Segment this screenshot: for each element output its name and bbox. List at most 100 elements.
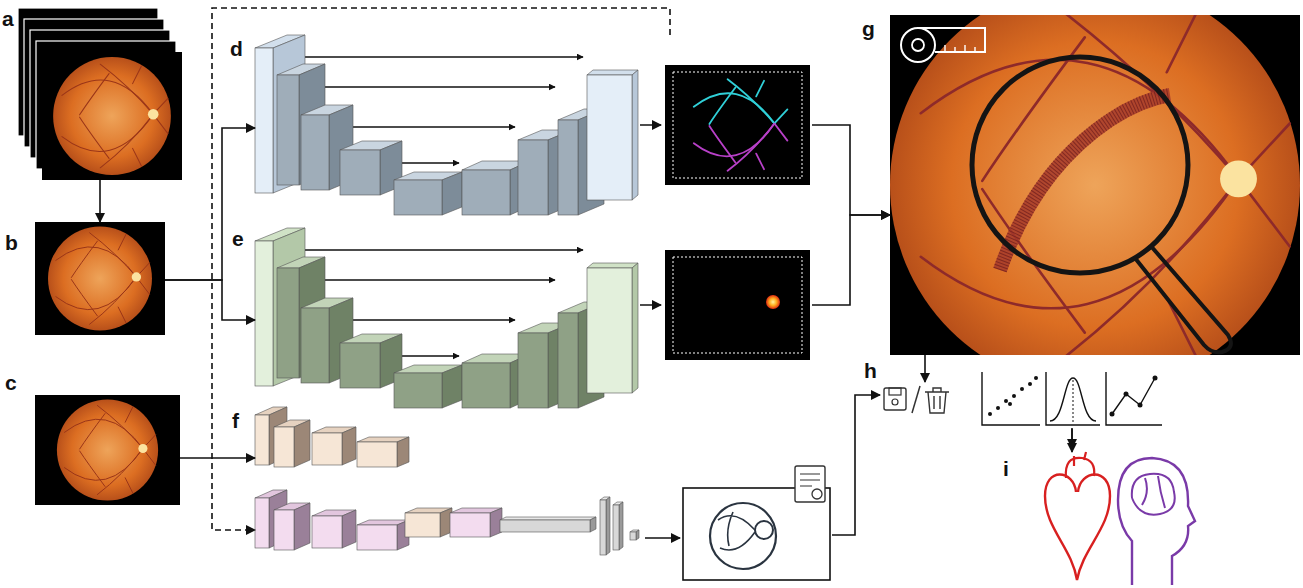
block-top (587, 70, 638, 75)
certificate-seal (812, 489, 822, 499)
brain-outline (1132, 474, 1175, 515)
image-frame (35, 222, 165, 335)
trend-dot (1153, 376, 1158, 381)
vessel (921, 60, 1239, 179)
arrow (640, 304, 661, 306)
panel-letter: i (1003, 458, 1009, 479)
selection-icons (884, 386, 949, 413)
vessel (100, 114, 153, 168)
layer-block (340, 141, 402, 195)
optic-disc (1220, 160, 1257, 197)
optic-disc (132, 272, 141, 281)
block-side (590, 517, 596, 532)
block-front (274, 510, 294, 550)
vessel (728, 123, 775, 170)
vessel-map (665, 65, 810, 185)
vessel (709, 126, 735, 162)
fundus-image (42, 52, 182, 180)
block-front (357, 442, 397, 467)
image-frame (42, 52, 182, 180)
vessel (921, 179, 1239, 308)
block-front (518, 333, 548, 408)
block-front (462, 170, 510, 215)
image-frame (665, 65, 810, 185)
scatter-dot (996, 406, 1000, 410)
heart-vessels (1066, 452, 1094, 478)
panel-letter: c (5, 372, 17, 393)
skip-connection (402, 162, 459, 163)
block-front (558, 313, 578, 408)
panel-letter: e (232, 228, 244, 249)
skip-connection (402, 355, 459, 356)
heart-icon (1045, 475, 1110, 581)
panel-region: c (35, 395, 180, 505)
vessel (97, 448, 143, 494)
vessel (100, 64, 153, 114)
panel-region: f (255, 405, 832, 582)
fundus-image (35, 222, 165, 335)
panel-region: d (255, 35, 812, 220)
layer-block (312, 510, 356, 548)
layer-block (450, 508, 502, 537)
arrow (640, 124, 661, 126)
block-front (500, 520, 590, 532)
trend-dot (1138, 403, 1143, 408)
vessel (80, 74, 109, 115)
block-front (518, 140, 548, 215)
block-top (500, 517, 596, 520)
block-front (462, 363, 510, 408)
block-front (301, 115, 329, 190)
connector (812, 215, 890, 305)
block-side (619, 502, 623, 550)
vessel (80, 451, 105, 486)
vessel (80, 414, 105, 449)
scatter-dot (1004, 399, 1008, 403)
skip-connection (305, 249, 583, 250)
vessel (118, 307, 126, 323)
panel-letter: f (232, 410, 239, 431)
connector (180, 457, 255, 459)
layer-block (500, 517, 596, 532)
quality-output (683, 466, 830, 580)
block-front (587, 268, 632, 393)
mean-line (1073, 380, 1074, 422)
vessel (756, 81, 764, 97)
vessel (728, 79, 775, 123)
vessel (133, 66, 142, 84)
panel-region: b (35, 222, 165, 335)
image-frame (665, 250, 810, 360)
fundus-image (35, 395, 180, 505)
connector (812, 125, 890, 215)
layer-block (405, 508, 452, 537)
block-front (340, 150, 380, 195)
vessel (90, 277, 137, 324)
block-front (558, 120, 578, 215)
layer-block (255, 228, 305, 386)
block-front (405, 513, 440, 537)
block-top (587, 263, 638, 268)
eye-outline (710, 503, 776, 569)
tape-ticks (945, 45, 975, 52)
block-front (312, 433, 342, 465)
block-front (450, 513, 490, 537)
scatter-dot (1028, 382, 1032, 386)
layer-block (274, 420, 310, 467)
slash (912, 386, 920, 413)
scatter-dot (1012, 394, 1016, 398)
skip-connection (325, 279, 555, 280)
panel-region: e (255, 228, 812, 410)
result-plots (982, 372, 1162, 425)
vessel (71, 241, 97, 277)
panel-letter: d (230, 38, 243, 59)
skip-connection (351, 126, 515, 127)
trash-icon (925, 388, 949, 413)
connector (99, 180, 101, 222)
block-side (606, 497, 610, 555)
vessel (125, 407, 133, 422)
panel-region: h (880, 382, 1162, 428)
crop-box (673, 72, 802, 178)
layer-block (340, 334, 402, 388)
vessel (64, 419, 142, 448)
optic-disc (148, 109, 159, 120)
